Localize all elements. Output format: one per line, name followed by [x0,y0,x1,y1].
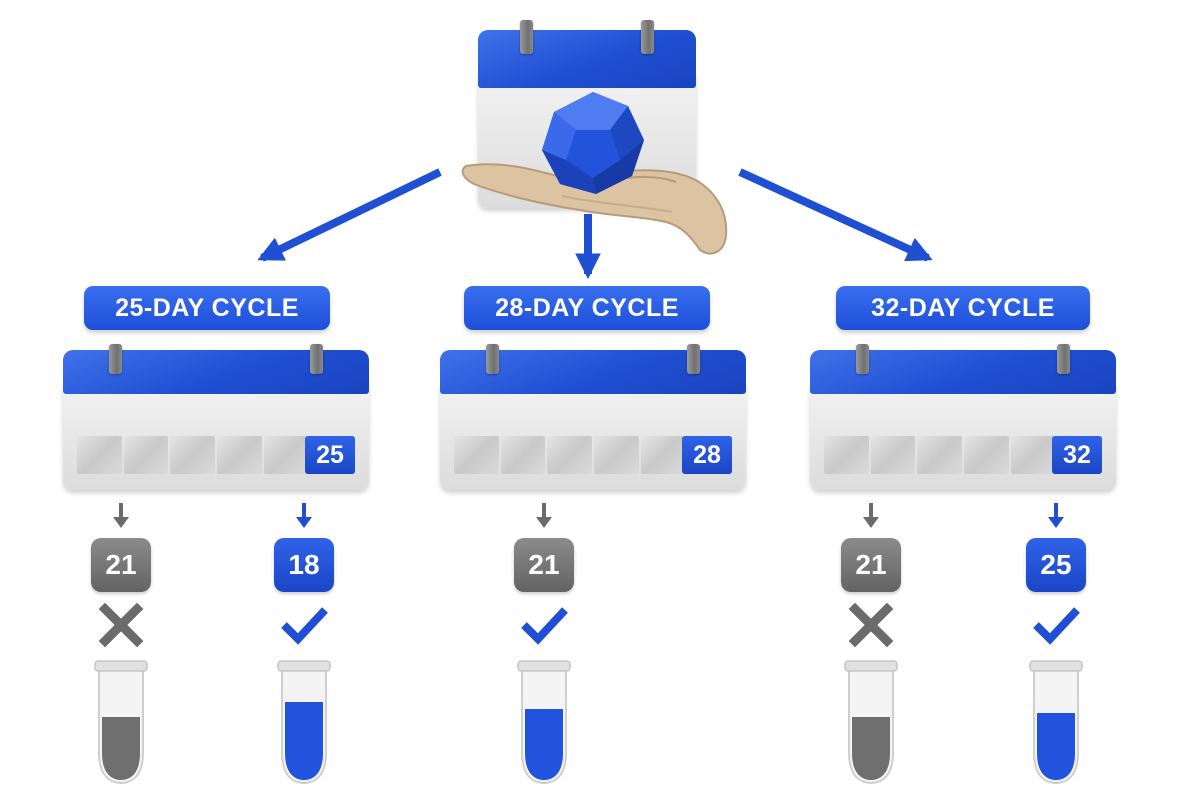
down-arrow-icon [113,503,129,528]
day-badge-25-2: 18 [274,538,334,592]
calendar-ring [687,344,700,374]
calendar-ring [310,344,323,374]
cross-icon [98,603,144,647]
down-arrow-icon [296,503,312,528]
calendar-ring [641,20,654,54]
calendar-28-day: 28 [440,344,746,490]
calendar-ring [520,20,533,54]
cycle-length-badge: 28 [682,436,732,474]
calendar-ring [856,344,869,374]
gem-icon [536,90,650,204]
test-tube-icon [844,660,898,785]
check-icon [281,607,328,645]
cycle-label-25: 25-DAY CYCLE [84,286,330,330]
down-arrow-icon [536,503,552,528]
down-arrow-icon [1048,503,1064,528]
test-tube-icon [94,660,148,785]
calendar-header [478,30,696,88]
cycle-length-badge: 32 [1052,436,1102,474]
calendar-ring [1057,344,1070,374]
down-arrow-icon [863,503,879,528]
calendar-ring [109,344,122,374]
cross-icon [848,603,894,647]
arrow-to-25-day [257,168,442,262]
day-badge-32-2: 25 [1026,538,1086,592]
arrow-to-32-day [738,168,933,262]
day-badge-28-1: 21 [514,538,574,592]
cycle-length-badge: 25 [305,436,355,474]
test-tube-icon [1029,660,1083,785]
cycle-label-28: 28-DAY CYCLE [464,286,710,330]
test-tube-icon [517,660,571,785]
calendar-32-day: 32 [810,344,1116,490]
check-icon [521,607,568,645]
calendar-25-day: 25 [63,344,369,490]
day-badge-25-1: 21 [91,538,151,592]
cycle-label-32: 32-DAY CYCLE [836,286,1090,330]
calendar-ring [486,344,499,374]
test-tube-icon [277,660,331,785]
check-icon [1033,607,1080,645]
day-badge-32-1: 21 [841,538,901,592]
